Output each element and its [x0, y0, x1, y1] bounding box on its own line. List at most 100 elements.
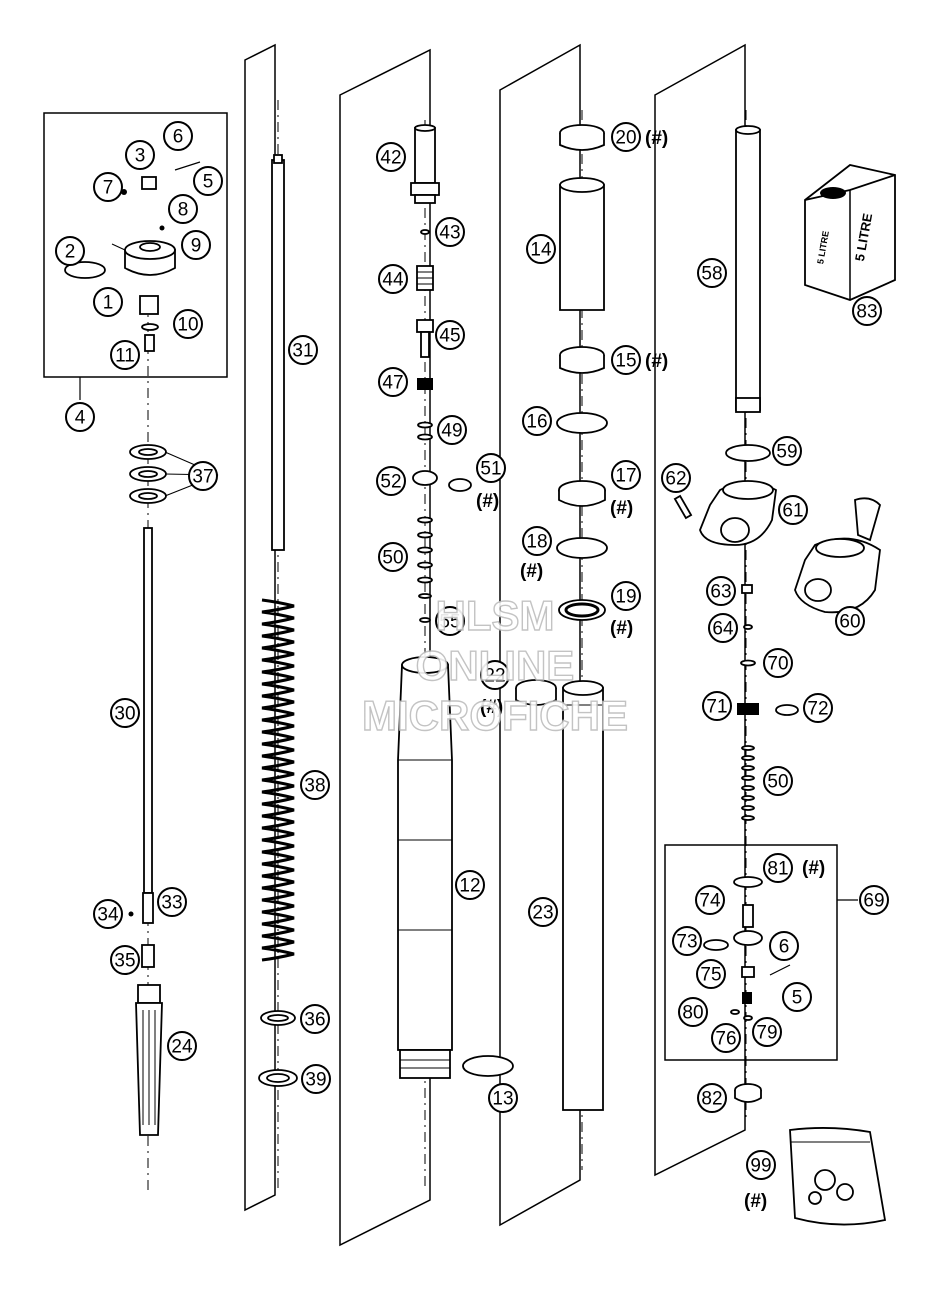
callout-number: 24 [171, 1037, 193, 1058]
callout-number: 74 [699, 891, 721, 912]
callout-number: 81 [767, 859, 788, 880]
callout-22: 22 [480, 660, 510, 690]
callout-number: 69 [863, 891, 884, 912]
callout-circle [181, 230, 211, 260]
callout-39: 39 [301, 1064, 331, 1094]
callout-circle [522, 406, 552, 436]
callout-76: 76 [711, 1023, 741, 1053]
callout-circle [193, 166, 223, 196]
callout-50: 50 [763, 766, 793, 796]
callout-82: 82 [697, 1083, 727, 1113]
callout-31: 31 [288, 335, 318, 365]
callout-number: 22 [484, 666, 505, 687]
callout-number: 70 [767, 654, 788, 675]
callout-circle [852, 296, 882, 326]
callout-number: 6 [779, 937, 790, 958]
callout-55: 55 [435, 606, 465, 636]
parts-bag-99 [789, 1127, 887, 1226]
callout-circle [435, 606, 465, 636]
callout-number: 52 [380, 472, 401, 493]
callout-61: 61 [778, 495, 808, 525]
callout-number: 34 [97, 905, 119, 926]
callout-circle [65, 402, 95, 432]
callout-45: 45 [435, 320, 465, 350]
callout-13: 13 [488, 1083, 518, 1113]
hash-mark: (#) [610, 498, 633, 519]
callout-circle [488, 1083, 518, 1113]
callout-number: 36 [304, 1010, 325, 1031]
callout-number: 45 [439, 326, 460, 347]
callout-17: 17 [611, 460, 641, 490]
callout-circle [803, 693, 833, 723]
hash-mark: (#) [480, 697, 503, 718]
callout-circle [526, 234, 556, 264]
callout-number: 13 [492, 1089, 513, 1110]
callout-36: 36 [300, 1004, 330, 1034]
callout-number: 51 [480, 459, 501, 480]
callout-number: 47 [382, 373, 403, 394]
callout-circle [859, 885, 889, 915]
callout-number: 71 [706, 697, 727, 718]
callout-circle [300, 770, 330, 800]
callout-number: 33 [161, 893, 182, 914]
callout-circle [711, 1023, 741, 1053]
valve-assembly-box [664, 844, 838, 1061]
callout-71: 71 [702, 691, 732, 721]
callout-number: 58 [701, 264, 722, 285]
callout-circle [163, 121, 193, 151]
callout-6: 6 [163, 121, 193, 151]
watermark-line-1: HLSM [436, 592, 555, 639]
callout-number: 19 [615, 587, 636, 608]
watermark: HLSM ONLINE MICROFICHE [361, 591, 628, 739]
callout-64: 64 [708, 613, 738, 643]
callout-number: 83 [856, 302, 877, 323]
callout-circle [110, 340, 140, 370]
callout-number: 14 [530, 240, 552, 261]
callout-3: 3 [125, 140, 155, 170]
callout-43: 43 [435, 217, 465, 247]
callout-50: 50 [378, 542, 408, 572]
callout-number: 17 [615, 466, 636, 487]
callout-number: 79 [756, 1023, 777, 1044]
callout-circle [435, 217, 465, 247]
callout-42: 42 [376, 142, 406, 172]
callout-number: 50 [767, 772, 788, 793]
callout-34: 34 [93, 899, 123, 929]
callout-circle [678, 997, 708, 1027]
callout-circle [110, 945, 140, 975]
callout-33: 33 [157, 887, 187, 917]
callout-20: 20 [611, 122, 641, 152]
callout-circle [752, 1017, 782, 1047]
callout-circle [763, 648, 793, 678]
callout-number: 49 [441, 421, 462, 442]
cartridge-24 [135, 984, 163, 1136]
callout-63: 63 [706, 576, 736, 606]
callout-number: 31 [292, 341, 313, 362]
callout-number: 18 [526, 532, 547, 553]
callout-circle [110, 698, 140, 728]
callouts: 1234567891011121314151617181920222324303… [55, 121, 889, 1180]
callout-circle [455, 870, 485, 900]
callout-number: 73 [676, 932, 697, 953]
callout-4: 4 [65, 402, 95, 432]
callout-30: 30 [110, 698, 140, 728]
callout-circle [611, 581, 641, 611]
tube-and-bushings [515, 124, 608, 706]
callout-circle [300, 1004, 330, 1034]
valve-stack-column [410, 124, 472, 623]
callout-circle [157, 887, 187, 917]
callout-18: 18 [522, 526, 552, 556]
hash-mark: (#) [802, 858, 825, 879]
callout-circle [476, 453, 506, 483]
callout-99: 99 [746, 1150, 776, 1180]
callout-number: 3 [135, 146, 146, 167]
callout-16: 16 [522, 406, 552, 436]
callout-circle [611, 345, 641, 375]
callout-72: 72 [803, 693, 833, 723]
callout-47: 47 [378, 367, 408, 397]
callout-number: 50 [382, 548, 403, 569]
column-frames [244, 43, 746, 1247]
callout-circle [528, 897, 558, 927]
callout-70: 70 [763, 648, 793, 678]
